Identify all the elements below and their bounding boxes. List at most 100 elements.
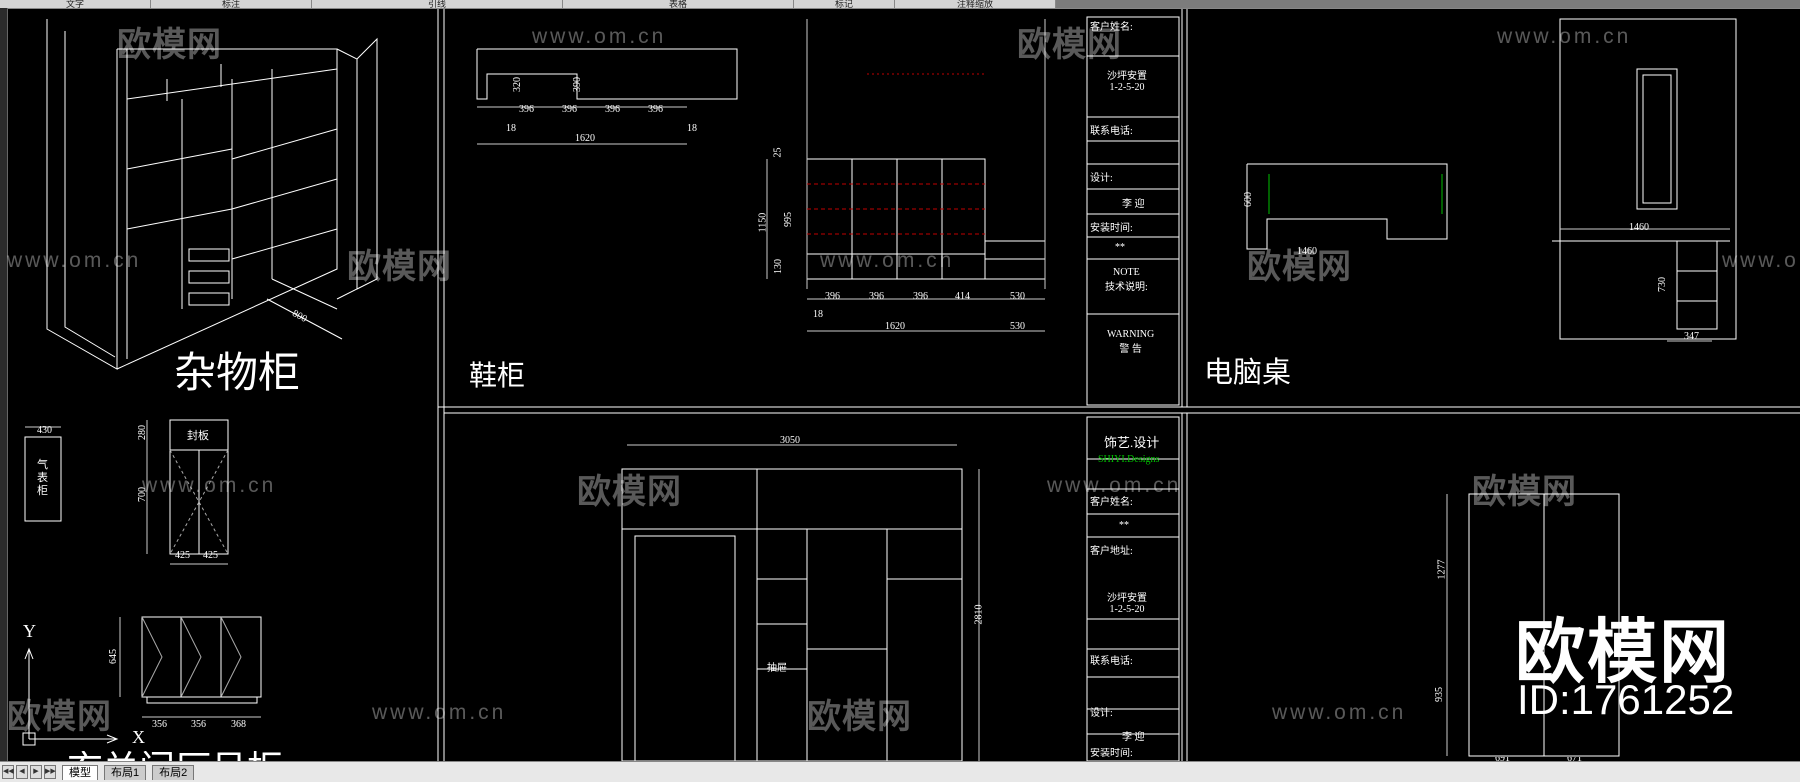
toolbar-segment-text[interactable]: 文字 <box>0 0 151 8</box>
shoe-cabinet-plan <box>476 48 738 100</box>
dim-label: 396 <box>519 104 534 115</box>
tb2-row: 李 迎 <box>1122 732 1145 743</box>
dim-label: 368 <box>231 719 246 730</box>
dim-label: 18 <box>687 123 697 134</box>
next-tab-button[interactable]: ▶ <box>30 765 42 779</box>
watermark-text: 欧模网 <box>347 248 452 286</box>
dim-label: 396 <box>605 104 620 115</box>
dim-label: 414 <box>955 291 970 302</box>
toolbar-segment-table[interactable]: 表格 <box>563 0 794 8</box>
dim-label: 430 <box>37 425 52 436</box>
dim-label: 356 <box>152 719 167 730</box>
first-tab-button[interactable]: ◀◀ <box>2 765 14 779</box>
watermark-url: www.om.cn <box>142 474 277 497</box>
dim-label: 645 <box>108 649 119 664</box>
tb1-row: WARNING 警 告 <box>1107 329 1155 355</box>
dim-label: 18 <box>506 123 516 134</box>
tb1-row: ** <box>1115 242 1125 253</box>
tb1-row: 李 迎 <box>1122 199 1145 210</box>
dim-label: 3050 <box>780 435 800 446</box>
desk-mirror <box>1636 68 1678 210</box>
tb2-row: 设计: <box>1090 708 1113 719</box>
dim-label: 320 <box>512 77 523 92</box>
tb2-row: 安装时间: <box>1090 748 1133 759</box>
title-block-2-frame <box>1086 416 1180 761</box>
panel-title-misc-cabinet: 杂物柜 <box>174 351 301 397</box>
dim-label: 390 <box>572 77 583 92</box>
toolbar-spacer <box>1056 0 1800 8</box>
watermark-url: www.om.cn <box>372 701 507 724</box>
wardrobe-outline <box>621 468 963 761</box>
watermark-url: www.om.cn <box>7 249 142 272</box>
dim-label: 396 <box>648 104 663 115</box>
tb1-row: 设计: <box>1090 173 1113 184</box>
watermark-text: 欧模网 <box>807 698 912 736</box>
left-scroll-edge[interactable] <box>0 8 8 761</box>
tb2-company: 饰艺.设计 <box>1104 435 1160 450</box>
toolbar-segment-markup[interactable]: 标记 <box>794 0 895 8</box>
tab-layout1[interactable]: 布局1 <box>104 764 147 780</box>
dim-label: 935 <box>1434 687 1445 702</box>
prev-tab-button[interactable]: ◀ <box>16 765 28 779</box>
dim-label: 347 <box>1684 331 1699 342</box>
dim-label: 25 <box>772 147 784 158</box>
dim-label: 1277 <box>1436 559 1448 580</box>
meter-cabinet-label: 气表柜 <box>37 459 48 497</box>
brand-id: ID:1761252 <box>1517 676 1735 723</box>
dim-label: 1460 <box>1297 246 1317 257</box>
tb1-row: 安装时间: <box>1090 223 1133 234</box>
computer-desk-plan <box>1246 163 1448 250</box>
watermark-url: www.om.cn <box>1497 25 1632 48</box>
dim-label: 1460 <box>1629 222 1649 233</box>
toolbar-segment-leader[interactable]: 引线 <box>312 0 563 8</box>
watermark-text: 欧模网 <box>117 26 222 64</box>
tab-layout2[interactable]: 布局2 <box>152 764 195 780</box>
dim-label: 730 <box>1657 277 1668 292</box>
tb1-row: 联系电话: <box>1090 126 1133 137</box>
watermark-text: 欧模网 <box>577 473 682 511</box>
dim-label: 691 <box>1495 757 1510 761</box>
dim-label: 1620 <box>575 133 595 144</box>
panel-title-computer-desk: 电脑桌 <box>1204 357 1292 389</box>
cad-drawing <box>22 9 1800 761</box>
dim-label: 356 <box>191 719 206 730</box>
dim-label: 396 <box>562 104 577 115</box>
watermark-url: www.om.cn <box>820 249 955 272</box>
tb2-row: 沙坪安置 1-2-5-20 <box>1107 593 1147 615</box>
watermark-url: www.om.cn <box>532 25 667 48</box>
layout-tab-bar: ◀◀ ◀ ▶ ▶▶ 模型 布局1 布局2 <box>0 761 1800 782</box>
toolbar-segment-dimension[interactable]: 标注 <box>151 0 312 8</box>
watermark-url: www.om.cn <box>1722 249 1800 272</box>
dim-label: 995 <box>783 212 794 227</box>
drawing-canvas[interactable]: 杂物柜 鞋柜 电脑桌 玄关门厅吊柜 800 320 390 396 396 39… <box>7 9 1800 761</box>
dim-label: 18 <box>813 309 823 320</box>
dim-label: 396 <box>913 291 928 302</box>
tb1-row: 沙坪安置 1-2-5-20 <box>1107 71 1147 93</box>
dim-label: 425 <box>175 550 190 561</box>
toolbar-segment-annoscale[interactable]: 注释缩放 <box>895 0 1056 8</box>
watermark-url: www.om.cn <box>1272 701 1407 724</box>
dim-label: 280 <box>137 425 148 440</box>
brand-logo-text: 欧模网 <box>1515 613 1731 691</box>
tb2-company-en: SHIYI.Designs <box>1098 454 1160 465</box>
dim-label: 425 <box>203 550 218 561</box>
dim-label: 600 <box>1243 192 1254 207</box>
meter-cabinet-outline <box>24 436 62 522</box>
dim-label: 530 <box>1010 291 1025 302</box>
panel-title-shoe-cabinet: 鞋柜 <box>469 361 526 392</box>
dim-label: 396 <box>825 291 840 302</box>
tb1-row: 客户姓名: <box>1090 22 1133 33</box>
top-toolbar: 文字 标注 引线 表格 标记 注释缩放 <box>0 0 1800 9</box>
drawer-note: 抽屉 <box>767 663 787 674</box>
panel-title-entrance-cabinet: 玄关门厅吊柜 <box>67 751 283 761</box>
last-tab-button[interactable]: ▶▶ <box>44 765 56 779</box>
ucs-y-label: Y <box>23 621 36 641</box>
dim-label: 1150 <box>757 212 769 233</box>
dim-label: 2810 <box>973 604 985 625</box>
watermark-text: 欧模网 <box>1472 473 1577 511</box>
tab-model[interactable]: 模型 <box>62 764 98 780</box>
watermark-text: 欧模网 <box>7 698 112 736</box>
dim-label: 396 <box>869 291 884 302</box>
watermark-text: 欧模网 <box>1017 26 1122 64</box>
tb2-row: 客户姓名: <box>1090 497 1133 508</box>
